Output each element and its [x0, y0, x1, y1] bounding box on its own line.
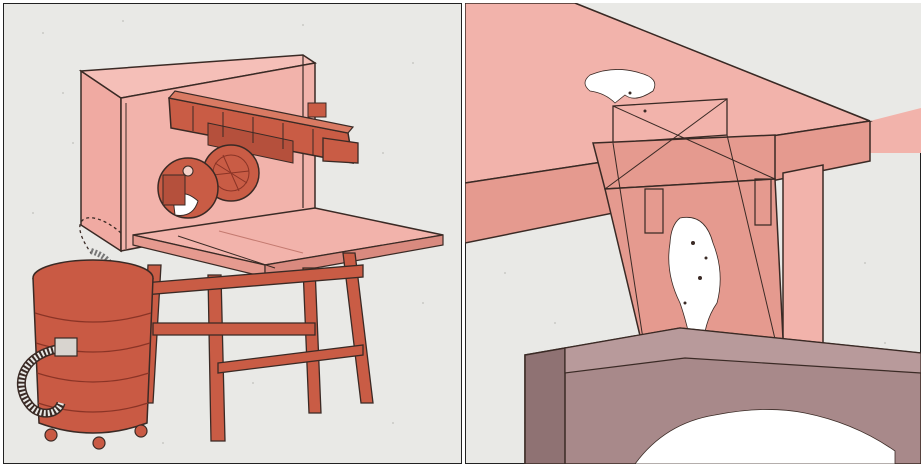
collection-bin [525, 328, 921, 464]
saw-scene-svg [3, 3, 462, 464]
saw-handle [323, 138, 358, 163]
bench-leg [783, 165, 823, 348]
bin-left-wall [525, 348, 565, 464]
dust-hood-side-panel [81, 71, 121, 251]
left-panel-saw-illustration [3, 3, 462, 464]
right-panel-dust-chute-illustration [465, 3, 921, 464]
shop-vacuum [21, 251, 153, 449]
chute-scene-svg [465, 3, 921, 464]
